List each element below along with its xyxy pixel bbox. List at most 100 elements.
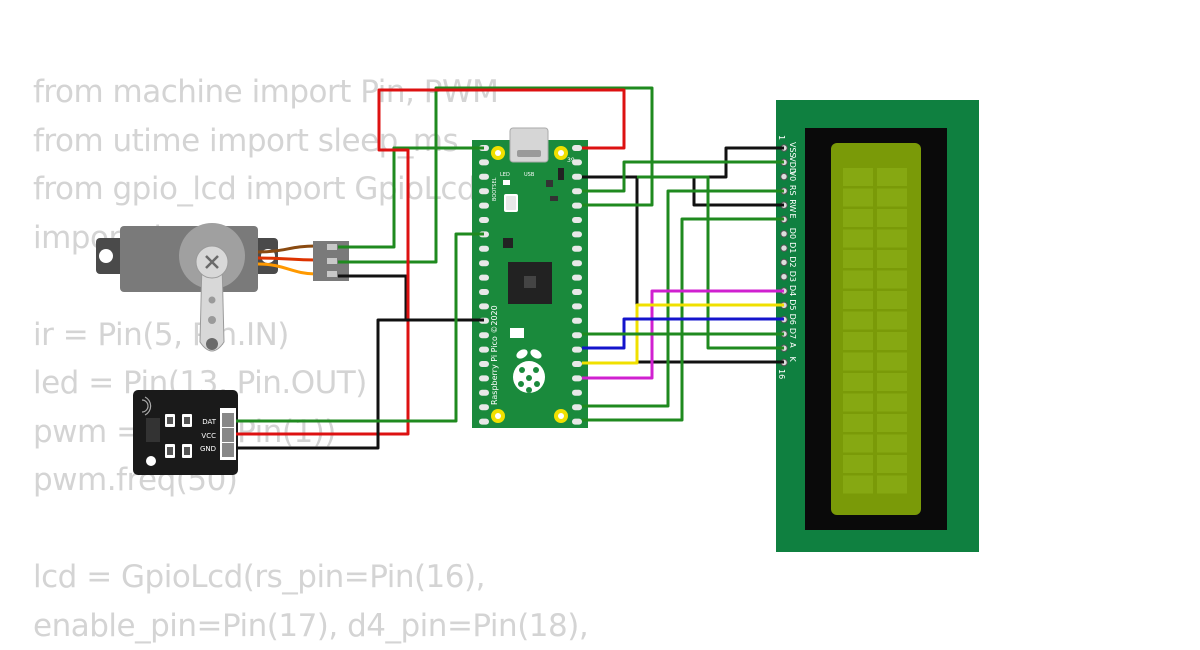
lcd-character-cell — [843, 312, 873, 330]
servo-connector-pin — [327, 271, 337, 277]
pico-pin[interactable] — [572, 361, 582, 367]
pico-pin[interactable] — [572, 217, 582, 223]
ir-pin-label: VCC — [201, 432, 216, 440]
lcd-pin-label: D7 — [788, 328, 797, 339]
lcd-pin-label: RS — [788, 185, 797, 196]
ir-pin-label: GND — [200, 445, 216, 453]
wire-ir-ground-black[interactable] — [236, 320, 484, 448]
lcd-character-cell — [843, 250, 873, 268]
pico-pin[interactable] — [479, 188, 489, 194]
lcd-pin-last-label: 16 — [777, 369, 786, 379]
pico-pin[interactable] — [572, 159, 582, 165]
lcd-character-cell — [877, 168, 907, 186]
lcd-character-cell — [843, 414, 873, 432]
pico-pin[interactable] — [572, 145, 582, 151]
pico-pin[interactable] — [479, 174, 489, 180]
servo-horn-hole — [209, 297, 216, 304]
wire-lcd-a-green[interactable] — [637, 177, 784, 348]
lcd-character-cell — [877, 455, 907, 473]
lcd-pin[interactable] — [781, 245, 787, 251]
circuit-diagram: DAT VCC GND LED USB BOOTSEL Raspberry Pi… — [0, 0, 1200, 630]
ir-pin-label: DAT — [202, 418, 217, 426]
pico-pin[interactable] — [479, 289, 489, 295]
pico-pin[interactable] — [479, 361, 489, 367]
lcd-character-cell — [877, 230, 907, 248]
lcd-pin[interactable] — [781, 274, 787, 280]
wire-servo-ground-black[interactable] — [338, 276, 484, 320]
pico-pin[interactable] — [572, 303, 582, 309]
lcd-pin-label: V0 — [788, 171, 797, 182]
lcd-character-cell — [877, 414, 907, 432]
pico-pin[interactable] — [572, 375, 582, 381]
lcd-character-cell — [877, 332, 907, 350]
lcd-pin-label: D2 — [788, 256, 797, 267]
lcd-pin-label: VSS — [788, 142, 797, 158]
lcd-character-cell — [877, 291, 907, 309]
pico-pin[interactable] — [479, 203, 489, 209]
ir-sensor-module[interactable]: DAT VCC GND — [133, 390, 238, 475]
pico-pin[interactable] — [479, 332, 489, 338]
lcd-pin-label: E — [788, 214, 797, 219]
lcd-pin-label: RW — [788, 199, 797, 212]
pico-pin[interactable] — [572, 318, 582, 324]
pico-pin[interactable] — [479, 260, 489, 266]
pico-pin[interactable] — [572, 174, 582, 180]
lcd-character-cell — [877, 373, 907, 391]
pico-pin[interactable] — [572, 231, 582, 237]
pico-pin[interactable] — [479, 404, 489, 410]
bootsel-label: BOOTSEL — [492, 177, 498, 201]
pico-pin[interactable] — [479, 275, 489, 281]
pico-pin[interactable] — [479, 217, 489, 223]
pico-pin[interactable] — [572, 419, 582, 425]
pico-pin[interactable] — [479, 419, 489, 425]
pico-pin[interactable] — [572, 332, 582, 338]
lcd-character-cell — [843, 332, 873, 350]
lcd-character-cell — [843, 435, 873, 453]
lcd-character-cell — [877, 353, 907, 371]
servo-motor[interactable] — [96, 223, 349, 351]
servo-horn-hole — [208, 316, 216, 324]
lcd-character-cell — [843, 209, 873, 227]
lcd-pin[interactable] — [781, 259, 787, 265]
wire-servo-signal-green[interactable] — [338, 148, 484, 247]
pico-pin[interactable] — [479, 347, 489, 353]
pico-pin[interactable] — [572, 246, 582, 252]
pico-pin[interactable] — [572, 347, 582, 353]
lcd-character-cell — [843, 168, 873, 186]
lcd-character-cell — [843, 230, 873, 248]
lcd-pin-label: D3 — [788, 271, 797, 282]
pico-pin[interactable] — [572, 404, 582, 410]
lcd-character-cell — [877, 209, 907, 227]
pico-pin[interactable] — [479, 390, 489, 396]
lcd-pin-label: D4 — [788, 285, 797, 296]
led-label: LED — [500, 172, 510, 178]
pico-pin[interactable] — [479, 375, 489, 381]
pico-pin[interactable] — [479, 303, 489, 309]
lcd-pin-label: D5 — [788, 299, 797, 310]
usb-label: USB — [524, 172, 535, 178]
lcd-character-cell — [843, 455, 873, 473]
lcd-character-cell — [877, 250, 907, 268]
pico-pin[interactable] — [572, 390, 582, 396]
lcd-character-cell — [843, 394, 873, 412]
raspberry-pi-pico[interactable]: LED USB BOOTSEL Raspberry Pi Pico ©2020 … — [472, 128, 588, 428]
ir-receiver — [146, 418, 160, 442]
pico-pin[interactable] — [479, 159, 489, 165]
lcd-character-cell — [843, 373, 873, 391]
lcd-character-cell — [877, 312, 907, 330]
pico-pin[interactable] — [572, 289, 582, 295]
lcd-pin-first-label: 1 — [777, 135, 786, 140]
lcd-character-cell — [843, 189, 873, 207]
pico-pin[interactable] — [572, 260, 582, 266]
pico-pin[interactable] — [572, 188, 582, 194]
lcd-character-cell — [843, 271, 873, 289]
pico-pin[interactable] — [479, 246, 489, 252]
lcd-pin-label: D0 — [788, 228, 797, 239]
pico-pin[interactable] — [572, 275, 582, 281]
pico-pin[interactable] — [572, 203, 582, 209]
lcd-pin[interactable] — [781, 173, 787, 179]
servo-connector-pin — [327, 244, 337, 250]
lcd-pin[interactable] — [781, 231, 787, 237]
